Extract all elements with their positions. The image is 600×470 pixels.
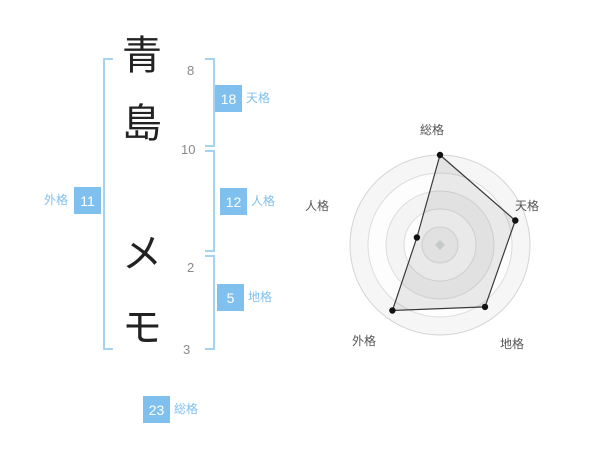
jinkaku-value-badge: 12 bbox=[220, 188, 247, 215]
radar-vertex-dot bbox=[512, 217, 519, 224]
name-char: メ bbox=[122, 232, 162, 276]
radar-vertex-dot bbox=[481, 303, 489, 311]
tenkaku-bracket bbox=[205, 58, 215, 147]
radar-vertex-dot bbox=[389, 307, 396, 314]
name-char: 島 bbox=[122, 102, 162, 146]
jinkaku-label: 人格 bbox=[251, 194, 276, 208]
radar-axis-soukaku: 総格 bbox=[420, 123, 445, 137]
soukaku-value-badge: 23 bbox=[143, 396, 170, 423]
stroke-count: 3 bbox=[183, 342, 191, 357]
radar-polygon bbox=[391, 153, 517, 312]
radar-axis-chikaku: 地格 bbox=[500, 337, 525, 351]
tenkaku-value-badge: 18 bbox=[215, 85, 242, 112]
stroke-count: 8 bbox=[187, 63, 195, 78]
chikaku-bracket bbox=[205, 255, 215, 350]
jinkaku-bracket bbox=[205, 150, 215, 252]
gaikaku-value-badge: 11 bbox=[74, 187, 101, 214]
radar-vertex-dot bbox=[413, 234, 421, 241]
soukaku-label: 総格 bbox=[174, 402, 199, 416]
gaikaku-bracket bbox=[103, 58, 113, 350]
name-char: 青 bbox=[122, 34, 162, 78]
radar-axis-jinkaku: 人格 bbox=[305, 199, 330, 213]
tenkaku-label: 天格 bbox=[246, 91, 271, 105]
chikaku-value-badge: 5 bbox=[217, 284, 244, 311]
gaikaku-label: 外格 bbox=[44, 193, 69, 207]
radar-vertex-dot bbox=[436, 151, 444, 159]
name-char: モ bbox=[122, 306, 162, 350]
radar-chart: 総格 天格 地格 外格 人格 bbox=[305, 123, 560, 365]
stroke-count: 10 bbox=[181, 142, 196, 157]
radar-axis-gaikaku: 外格 bbox=[352, 334, 377, 348]
chikaku-label: 地格 bbox=[248, 290, 273, 304]
radar-points bbox=[389, 151, 519, 314]
radar-center-marker bbox=[435, 240, 445, 250]
radar-chart-svg bbox=[349, 151, 531, 336]
radar-axis-tenkaku: 天格 bbox=[515, 199, 540, 213]
stroke-count: 2 bbox=[187, 260, 195, 275]
